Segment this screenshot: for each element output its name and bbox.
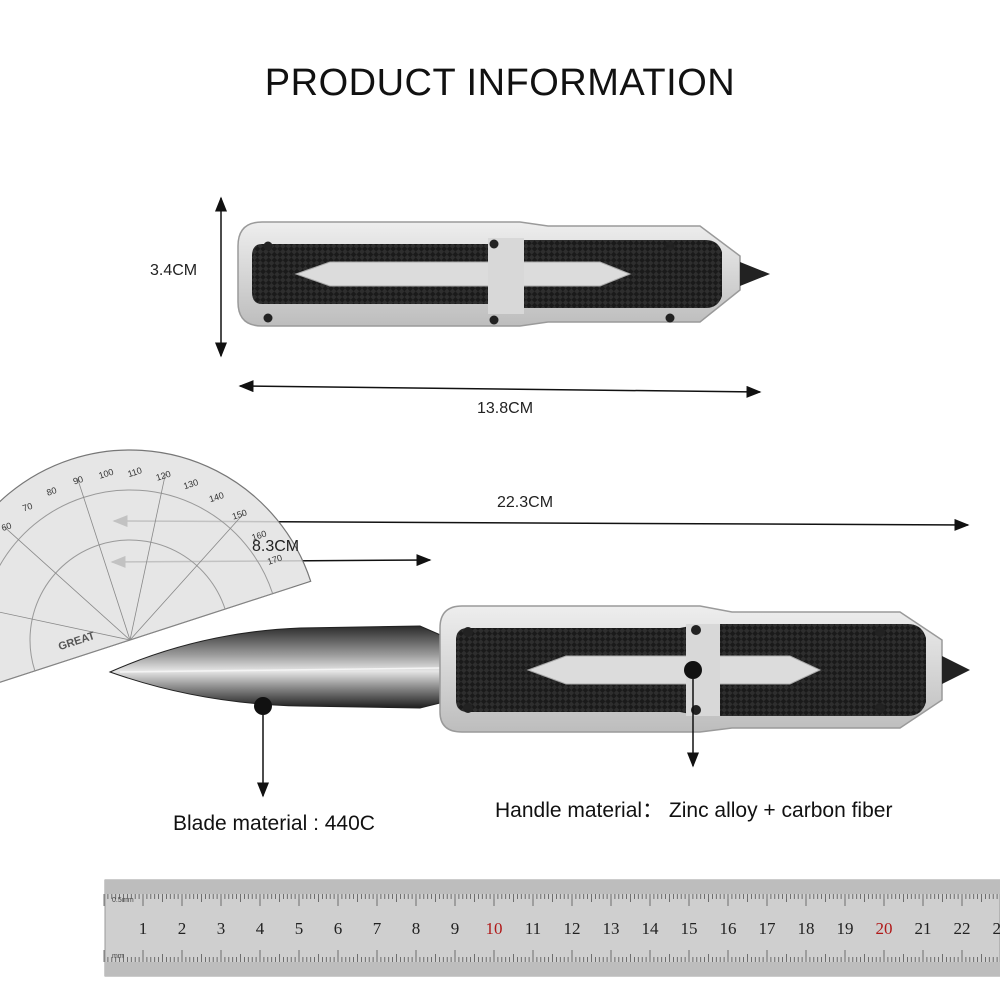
closed-center-bar	[488, 238, 524, 314]
closed-knife	[237, 221, 770, 327]
closed-length-dimension: 13.8CM	[477, 400, 534, 417]
ruler-number: 6	[334, 919, 343, 938]
blade-callout	[254, 697, 272, 798]
blade	[108, 625, 453, 709]
open-knife	[108, 605, 970, 733]
closed-glass-breaker	[740, 262, 770, 286]
ruler-number: 13	[603, 919, 620, 938]
ruler-number: 17	[759, 919, 777, 938]
ruler-number: 20	[876, 919, 893, 938]
ruler-unit-top: 0.5	[112, 897, 122, 904]
ruler-number: 1	[139, 919, 148, 938]
closed-length-arrow	[238, 380, 762, 398]
ruler-number: 10	[486, 919, 503, 938]
blade-spine-line	[119, 667, 441, 673]
height-dimension: 3.4CM	[150, 262, 198, 279]
protractor-label: 160	[250, 528, 267, 542]
ruler-number: 8	[412, 919, 421, 938]
ruler-number: 2	[178, 919, 187, 938]
protractor: 1020304050607080901001101201301401501601…	[0, 449, 312, 700]
handle-material-label: Handle material： Zinc alloy + carbon fib…	[495, 799, 893, 822]
ruler-unit-label-bottom: mm	[112, 953, 124, 960]
ruler-number: 22	[954, 919, 971, 938]
closed-screws	[263, 239, 675, 325]
ruler: 1234567891011121314151617181920212223 0.…	[103, 879, 1000, 977]
ruler-number: 3	[217, 919, 226, 938]
blade-material-label: Blade material : 440C	[173, 812, 375, 835]
ruler-number: 19	[837, 919, 854, 938]
ruler-number: 21	[915, 919, 932, 938]
protractor-label: 60	[0, 520, 13, 533]
ruler-number: 14	[642, 919, 660, 938]
open-glass-breaker	[942, 656, 970, 684]
ruler-number: 12	[564, 919, 581, 938]
ruler-number: 4	[256, 919, 265, 938]
ruler-number: 16	[720, 919, 737, 938]
ruler-number: 9	[451, 919, 460, 938]
ruler-number: 5	[295, 919, 304, 938]
protractor-label: 150	[231, 507, 248, 521]
ruler-number: 15	[681, 919, 698, 938]
open-center-slot	[526, 655, 822, 685]
closed-center-slot	[294, 261, 632, 287]
protractor-label: 90	[72, 474, 85, 487]
ruler-number: 11	[525, 919, 541, 938]
blade-length-dimension: 8.3CM	[252, 538, 300, 555]
ruler-number: 7	[373, 919, 382, 938]
protractor-label: 100	[97, 467, 114, 481]
protractor-label: 130	[182, 477, 199, 491]
ruler-unit-label: mm	[122, 897, 134, 904]
protractor-label: 80	[45, 485, 58, 498]
protractor-label: 170	[266, 553, 283, 567]
protractor-label: 140	[208, 490, 225, 504]
protractor-label: 70	[21, 501, 34, 514]
ruler-number: 23	[993, 919, 1000, 938]
handle-callout	[684, 661, 702, 768]
page-title: PRODUCT INFORMATION	[264, 62, 736, 104]
protractor-label: 110	[126, 465, 143, 479]
protractor-label: 120	[155, 469, 172, 483]
total-length-dimension: 22.3CM	[497, 494, 554, 511]
ruler-number: 18	[798, 919, 815, 938]
